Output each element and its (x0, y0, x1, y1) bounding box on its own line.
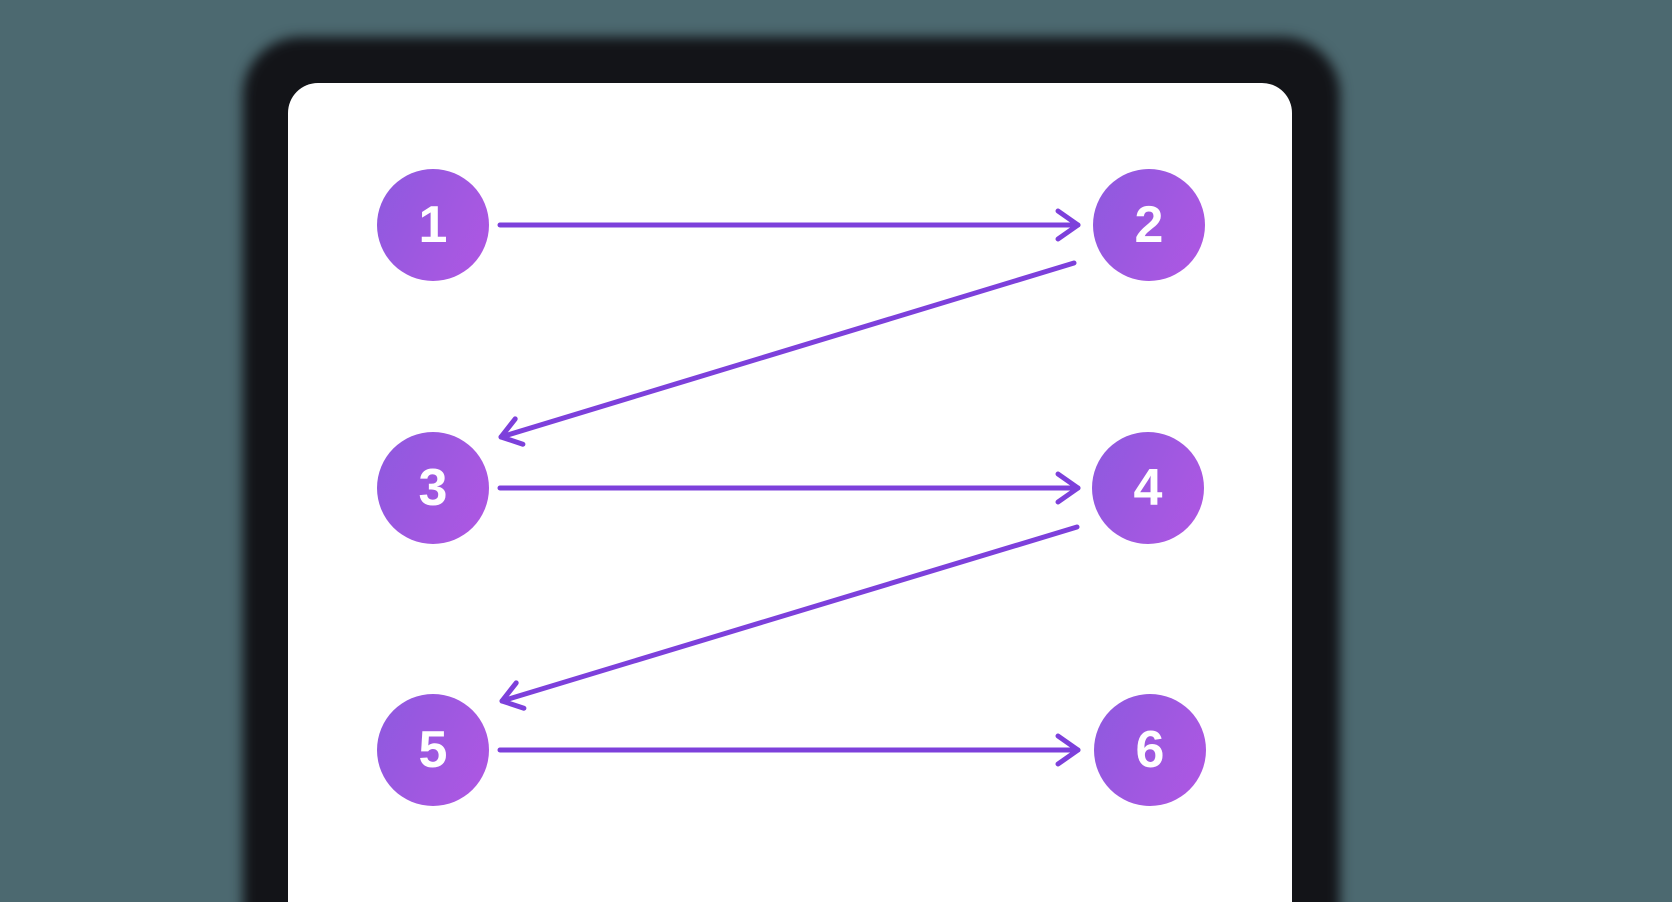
step-node-4-label: 4 (1133, 459, 1163, 517)
step-node-1-label: 1 (418, 196, 448, 254)
step-node-6: 6 (1094, 694, 1206, 806)
step-node-6-label: 6 (1135, 721, 1165, 779)
step-node-2: 2 (1093, 169, 1205, 281)
step-node-3: 3 (377, 432, 489, 544)
step-node-2-label: 2 (1134, 196, 1164, 254)
step-node-4: 4 (1092, 432, 1204, 544)
step-node-5-label: 5 (418, 721, 448, 779)
step-node-1: 1 (377, 169, 489, 281)
step-node-5: 5 (377, 694, 489, 806)
step-node-3-label: 3 (418, 459, 448, 517)
